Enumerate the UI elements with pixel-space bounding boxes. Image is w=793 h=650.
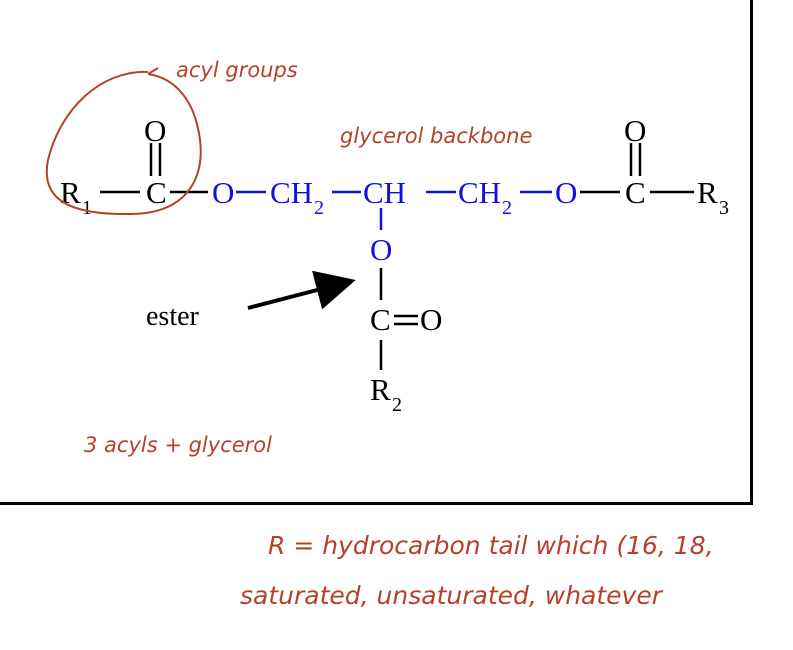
- ester-arrow: [247, 270, 356, 310]
- left-carbonyl-carbon: C: [146, 175, 167, 210]
- r3-subscript: 3: [719, 197, 729, 219]
- acyl-groups-annotation: acyl groups: [176, 58, 298, 82]
- left-ch2: CH: [270, 175, 313, 210]
- right-carbonyl-carbon: C: [625, 175, 646, 210]
- left-ester-oxygen: O: [212, 175, 234, 210]
- left-carbonyl-oxygen: O: [144, 113, 166, 148]
- r3-label: R: [697, 175, 718, 210]
- middle-carbonyl-oxygen: O: [420, 302, 442, 337]
- r1-label: R: [60, 175, 81, 210]
- right-ch2-subscript: 2: [502, 197, 512, 219]
- middle-ch: CH: [363, 175, 406, 210]
- r-note-line-1: R = hydrocarbon tail which (16, 18,: [268, 531, 714, 560]
- r2-subscript: 2: [392, 394, 402, 416]
- ester-label: ester: [146, 301, 200, 332]
- r-note-line-2: saturated, unsaturated, whatever: [240, 581, 664, 610]
- r2-label: R: [370, 372, 391, 407]
- left-ch2-subscript: 2: [314, 197, 324, 219]
- middle-ester-oxygen: O: [370, 232, 392, 267]
- acyl-circle-tail: [147, 67, 159, 75]
- r1-subscript: 1: [82, 197, 92, 219]
- right-ester-oxygen: O: [555, 175, 577, 210]
- glycerol-backbone-annotation: glycerol backbone: [340, 124, 532, 148]
- three-acyls-annotation: 3 acyls + glycerol: [84, 433, 272, 457]
- right-ch2: CH: [458, 175, 501, 210]
- acyl-circle-annotation: [45, 70, 202, 216]
- diagram-frame: [0, 0, 753, 505]
- right-carbonyl-oxygen: O: [624, 113, 646, 148]
- middle-carbonyl-carbon: C: [370, 302, 391, 337]
